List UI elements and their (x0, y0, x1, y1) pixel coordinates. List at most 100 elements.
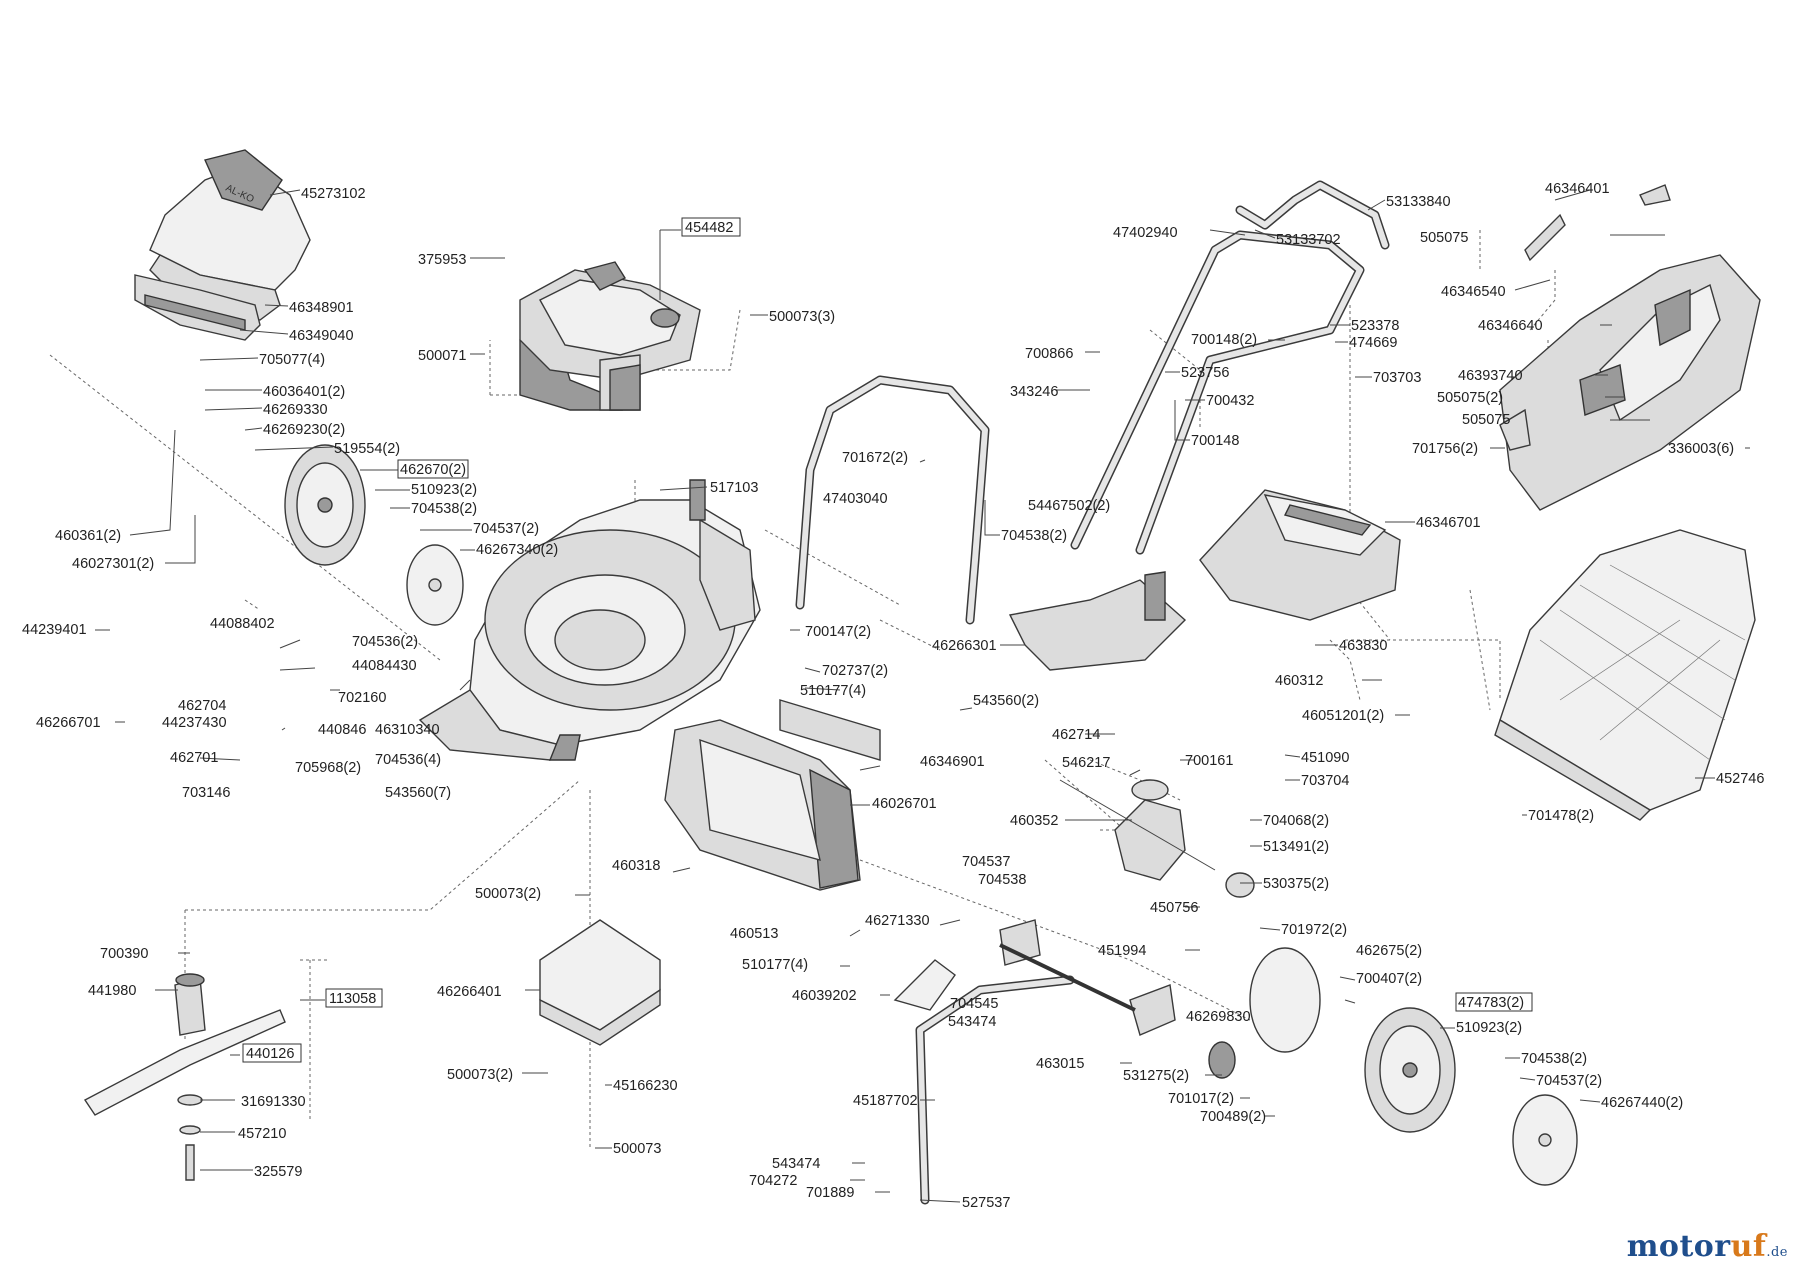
label-46051201-2: 46051201(2) (1302, 708, 1384, 724)
label-704545: 704545 (950, 996, 998, 1012)
label-462675-2: 462675(2) (1356, 943, 1422, 959)
label-527537: 527537 (962, 1195, 1010, 1211)
label-474783-2: 474783(2) (1458, 995, 1524, 1011)
label-704538: 704538 (978, 872, 1026, 888)
chute-part (1008, 571, 1187, 671)
label-460352: 460352 (1010, 813, 1058, 829)
drive-handle-part (915, 975, 1075, 1205)
part-drawings: AL-KO (83, 149, 1761, 1205)
label-500073-3: 500073(3) (769, 309, 835, 325)
label-701889: 701889 (806, 1185, 854, 1201)
label-325579: 325579 (254, 1164, 302, 1180)
label-460312: 460312 (1275, 673, 1323, 689)
label-500073-2a: 500073(2) (475, 886, 541, 902)
label-700148: 700148 (1191, 433, 1239, 449)
label-46346640: 46346640 (1478, 318, 1543, 334)
label-46349040: 46349040 (289, 328, 354, 344)
label-46026701: 46026701 (872, 796, 937, 812)
label-510177-4b: 510177(4) (742, 957, 808, 973)
label-53133840: 53133840 (1386, 194, 1451, 210)
label-46393740: 46393740 (1458, 368, 1523, 384)
label-46269330: 46269330 (263, 402, 328, 418)
handle-upper-part (1070, 180, 1390, 555)
label-44239401: 44239401 (22, 622, 87, 638)
gearbox-part (1059, 779, 1255, 898)
label-460361-2: 460361(2) (55, 528, 121, 544)
label-519554-2: 519554(2) (334, 441, 400, 457)
watermark-brand-part1: motor (1626, 1229, 1731, 1264)
label-53133702: 53133702 (1276, 232, 1341, 248)
label-705968-2: 705968(2) (295, 760, 361, 776)
label-46266301: 46266301 (932, 638, 997, 654)
handle-lower-part (795, 375, 990, 625)
label-703146: 703146 (182, 785, 230, 801)
label-460318: 460318 (612, 858, 660, 874)
label-543560-7: 543560(7) (385, 785, 451, 801)
wheel-bracket-part (999, 919, 1236, 1079)
label-701478-2: 701478(2) (1528, 808, 1594, 824)
label-462704: 462704 (178, 698, 226, 714)
label-46346401: 46346401 (1545, 181, 1610, 197)
label-46267340-2: 46267340(2) (476, 542, 558, 558)
label-517103: 517103 (710, 480, 758, 496)
catcher-top-part (1499, 254, 1761, 511)
label-451994: 451994 (1098, 943, 1146, 959)
label-45273102: 45273102 (301, 186, 366, 202)
label-463015: 463015 (1036, 1056, 1084, 1072)
label-505075a: 505075 (1420, 230, 1468, 246)
label-462670-2: 462670(2) (400, 462, 466, 478)
label-454482: 454482 (685, 220, 733, 236)
label-462701: 462701 (170, 750, 218, 766)
engine-part (519, 261, 701, 411)
label-704537-2a: 704537(2) (473, 521, 539, 537)
label-47402940: 47402940 (1113, 225, 1178, 241)
label-462714: 462714 (1052, 727, 1100, 743)
rear-bracket-part (1499, 184, 1671, 451)
label-46269230-2: 46269230(2) (263, 422, 345, 438)
label-701756-2: 701756(2) (1412, 441, 1478, 457)
deck-part (418, 479, 761, 761)
label-113058: 113058 (329, 991, 376, 1007)
label-703703: 703703 (1373, 370, 1421, 386)
drive-cable-clip-part (893, 959, 956, 1011)
label-44084430: 44084430 (352, 658, 417, 674)
label-46266401: 46266401 (437, 984, 502, 1000)
label-700148-2: 700148(2) (1191, 332, 1257, 348)
label-704537: 704537 (962, 854, 1010, 870)
label-46346901: 46346901 (920, 754, 985, 770)
watermark-brand-part2: uf (1730, 1229, 1767, 1264)
label-700390: 700390 (100, 946, 148, 962)
label-frames (242, 217, 1533, 1063)
label-500073: 500073 (613, 1141, 661, 1157)
label-704536-2: 704536(2) (352, 634, 418, 650)
label-530375-2: 530375(2) (1263, 876, 1329, 892)
label-500071: 500071 (418, 348, 466, 364)
label-46348901: 46348901 (289, 300, 354, 316)
label-546217: 546217 (1062, 755, 1110, 771)
label-46266701: 46266701 (36, 715, 101, 731)
blade-assembly-part (83, 973, 286, 1181)
label-336003-6: 336003(6) (1668, 441, 1734, 457)
label-45187702: 45187702 (853, 1093, 918, 1109)
label-704272: 704272 (749, 1173, 797, 1189)
label-54467502-2: 54467502(2) (1028, 498, 1110, 514)
leader-lines (95, 189, 1750, 1203)
label-513491-2: 513491(2) (1263, 839, 1329, 855)
label-510177-4a: 510177(4) (800, 683, 866, 699)
label-46036401-2: 46036401(2) (263, 384, 345, 400)
label-700161: 700161 (1185, 753, 1233, 769)
label-703704: 703704 (1301, 773, 1349, 789)
grass-bag-part (1494, 529, 1756, 821)
label-704536-4: 704536(4) (375, 752, 441, 768)
label-523756: 523756 (1181, 365, 1229, 381)
label-463830: 463830 (1339, 638, 1387, 654)
label-46310340: 46310340 (375, 722, 440, 738)
label-450756: 450756 (1150, 900, 1198, 916)
label-701972-2: 701972(2) (1281, 922, 1347, 938)
label-702737-2: 702737(2) (822, 663, 888, 679)
label-457210: 457210 (238, 1126, 286, 1142)
label-31691330: 31691330 (241, 1094, 306, 1110)
label-451090: 451090 (1301, 750, 1349, 766)
label-46346540: 46346540 (1441, 284, 1506, 300)
